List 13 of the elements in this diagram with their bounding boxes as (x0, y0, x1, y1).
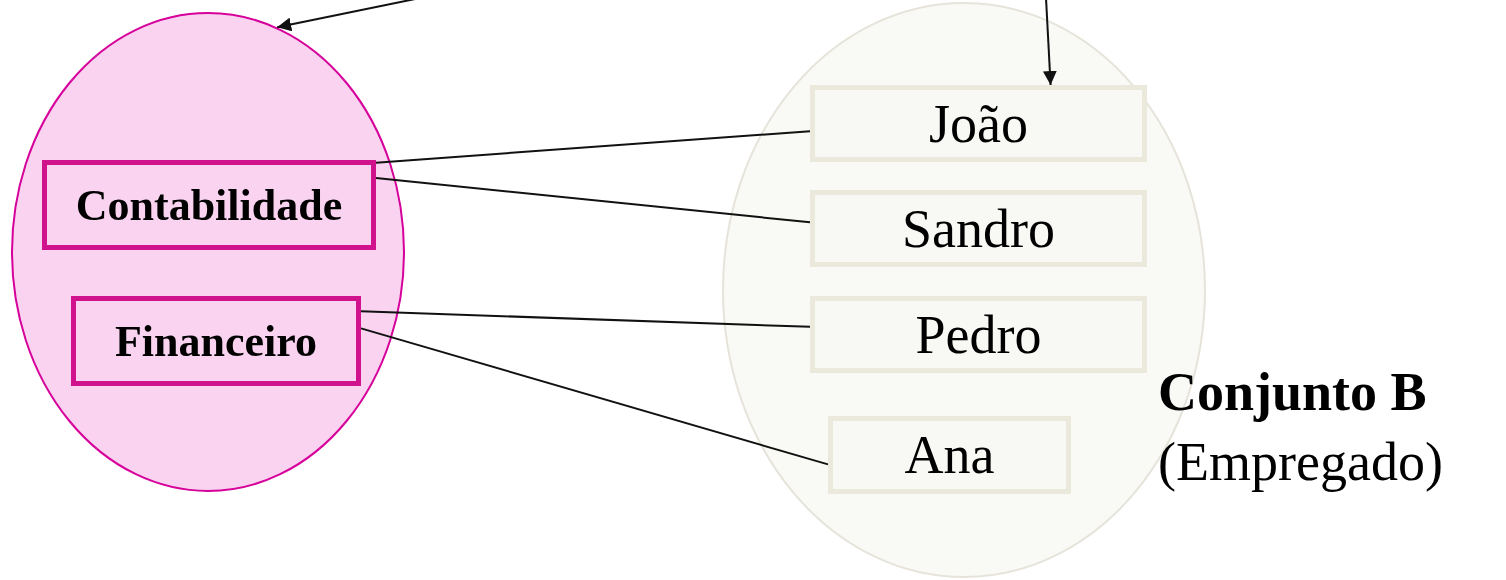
connector-line (375, 177, 811, 224)
name-box: João (810, 85, 1147, 162)
set-subtitle: (Empregado) (1158, 434, 1443, 490)
connector-line (360, 310, 811, 328)
department-box: Financeiro (71, 296, 361, 386)
name-box: Pedro (810, 296, 1147, 373)
name-box: Sandro (810, 190, 1147, 267)
arrow (1042, 0, 1057, 86)
connector-line (375, 130, 811, 164)
connector-line (360, 327, 829, 466)
name-box: Ana (828, 416, 1071, 494)
set-title: Conjunto B (1158, 364, 1427, 420)
department-box: Contabilidade (42, 160, 376, 250)
